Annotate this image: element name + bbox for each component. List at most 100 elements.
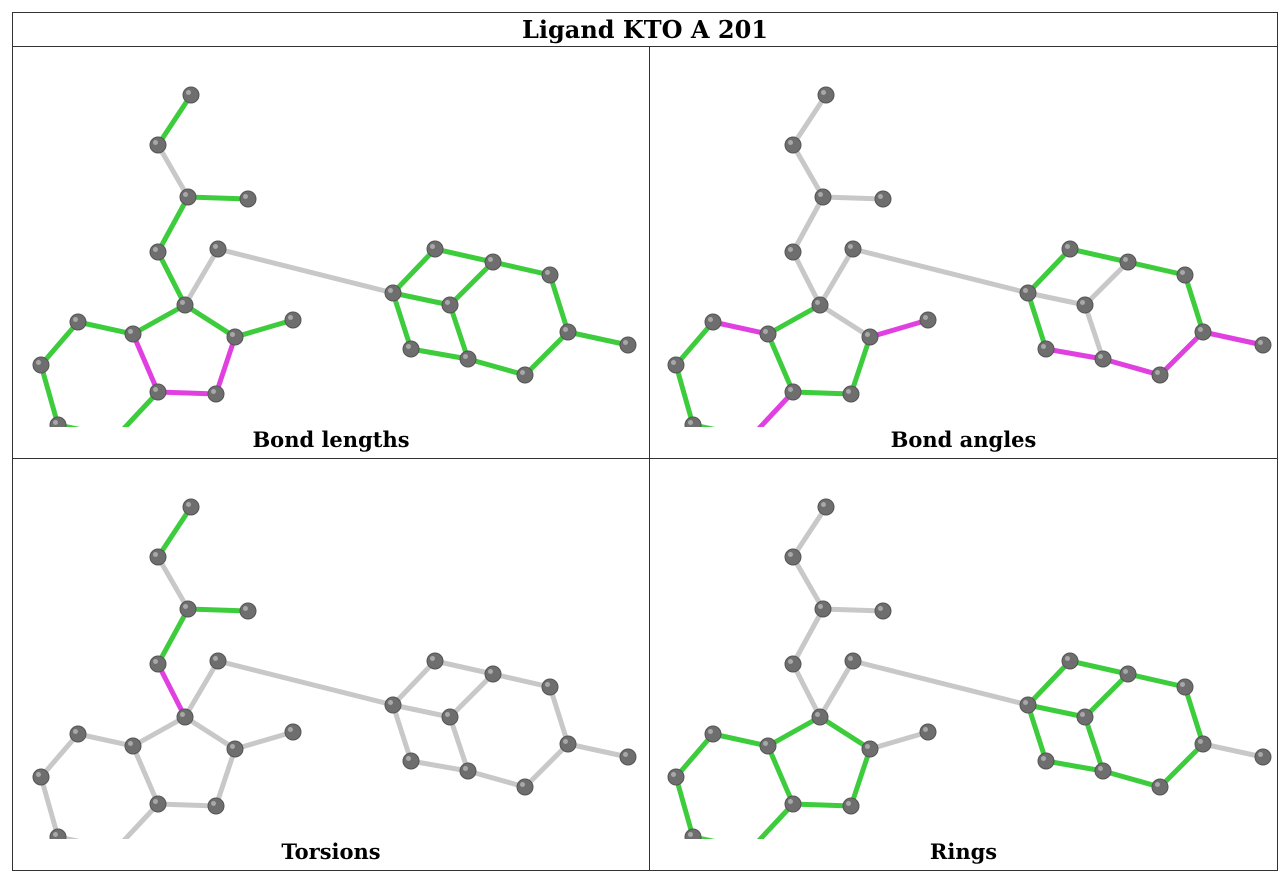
bond-neutral bbox=[447, 671, 496, 720]
atom bbox=[844, 240, 862, 258]
bond-ok bbox=[710, 731, 771, 749]
atom bbox=[459, 762, 477, 780]
bond-neutral bbox=[130, 714, 188, 749]
bond-ok bbox=[673, 362, 696, 427]
bond-ok bbox=[408, 346, 471, 362]
atom bbox=[1094, 762, 1112, 780]
atom-highlight bbox=[520, 782, 525, 787]
atom-highlight bbox=[788, 140, 793, 145]
atom bbox=[1076, 296, 1094, 314]
atom-highlight bbox=[763, 741, 768, 746]
atom bbox=[844, 652, 862, 670]
bond-ok bbox=[522, 329, 571, 378]
atom-highlight bbox=[153, 247, 158, 252]
bond-ok bbox=[1182, 272, 1206, 335]
molecule-torsions bbox=[32, 498, 637, 839]
bond-neutral bbox=[867, 729, 931, 752]
bond-neutral bbox=[490, 671, 553, 690]
bond-outlier bbox=[155, 661, 188, 720]
atom-highlight bbox=[211, 801, 216, 806]
bond-neutral bbox=[390, 658, 438, 708]
atom-highlight bbox=[1180, 682, 1185, 687]
bond-ok bbox=[155, 249, 188, 308]
bond-ok bbox=[390, 290, 453, 308]
atom-highlight bbox=[211, 389, 216, 394]
atom-highlight bbox=[788, 247, 793, 252]
atom-highlight bbox=[430, 656, 435, 661]
atom bbox=[619, 336, 637, 354]
atom-highlight bbox=[1258, 752, 1263, 757]
atom-highlight bbox=[763, 329, 768, 334]
bond-ok bbox=[185, 194, 251, 202]
bond-ok bbox=[155, 92, 194, 148]
atom-highlight bbox=[53, 832, 58, 837]
figure-table: Ligand KTO A 201 Bond lengths Bond angle… bbox=[12, 12, 1278, 871]
bond-neutral bbox=[75, 731, 136, 749]
bond-neutral bbox=[790, 194, 826, 255]
atom-highlight bbox=[153, 387, 158, 392]
atom bbox=[176, 296, 194, 314]
bond-neutral bbox=[1025, 290, 1088, 308]
atom bbox=[919, 311, 937, 329]
atom-highlight bbox=[73, 729, 78, 734]
atom-highlight bbox=[563, 739, 568, 744]
atom-highlight bbox=[1155, 370, 1160, 375]
bond-ok bbox=[673, 774, 696, 839]
bond-neutral bbox=[790, 554, 826, 612]
atom-highlight bbox=[53, 420, 58, 425]
atom bbox=[811, 708, 829, 726]
bond-neutral bbox=[130, 743, 161, 807]
bond-ok bbox=[1182, 684, 1206, 747]
bond-ok bbox=[185, 606, 251, 614]
bond-neutral bbox=[1082, 302, 1106, 362]
bond-neutral bbox=[390, 702, 414, 764]
panel-caption-rings: Rings bbox=[929, 839, 998, 864]
atom bbox=[149, 655, 167, 673]
bond-ok bbox=[756, 801, 796, 839]
atom-highlight bbox=[153, 659, 158, 664]
atom-highlight bbox=[545, 682, 550, 687]
atom bbox=[176, 708, 194, 726]
bond-ok bbox=[155, 504, 194, 560]
panel-caption-bond-angles: Bond angles bbox=[890, 427, 1037, 452]
bond-neutral bbox=[565, 741, 631, 760]
bond-outlier bbox=[1043, 346, 1106, 362]
bond-outlier bbox=[1157, 329, 1206, 378]
atom bbox=[667, 768, 685, 786]
atom-highlight bbox=[671, 360, 676, 365]
bond-ok bbox=[432, 246, 496, 265]
bond-ok bbox=[790, 389, 854, 397]
atom bbox=[1076, 708, 1094, 726]
bond-neutral bbox=[1082, 259, 1131, 308]
atom bbox=[32, 768, 50, 786]
bond-ok bbox=[490, 259, 553, 278]
atom bbox=[402, 752, 420, 770]
bond-neutral bbox=[155, 142, 191, 200]
atom bbox=[1151, 778, 1169, 796]
atom-highlight bbox=[463, 354, 468, 359]
bond-neutral bbox=[790, 249, 823, 308]
atom bbox=[619, 748, 637, 766]
bond-outlier bbox=[710, 319, 771, 337]
atom-highlight bbox=[1041, 756, 1046, 761]
bond-neutral bbox=[38, 774, 61, 839]
bond-neutral bbox=[121, 801, 161, 839]
bond-ok bbox=[447, 259, 496, 308]
atom-highlight bbox=[1080, 712, 1085, 717]
atom bbox=[874, 602, 892, 620]
atom-highlight bbox=[153, 140, 158, 145]
atom-highlight bbox=[388, 288, 393, 293]
atom-highlight bbox=[671, 772, 676, 777]
atom-highlight bbox=[73, 317, 78, 322]
molecule-bond-angles bbox=[667, 86, 1272, 427]
bond-ok bbox=[390, 290, 414, 352]
atom bbox=[667, 356, 685, 374]
atom bbox=[784, 795, 802, 813]
molecule-rings bbox=[667, 498, 1272, 839]
atom bbox=[226, 328, 244, 346]
atom-highlight bbox=[180, 712, 185, 717]
atom bbox=[209, 652, 227, 670]
atom bbox=[516, 366, 534, 384]
atom-highlight bbox=[153, 799, 158, 804]
bond-neutral bbox=[522, 741, 571, 790]
